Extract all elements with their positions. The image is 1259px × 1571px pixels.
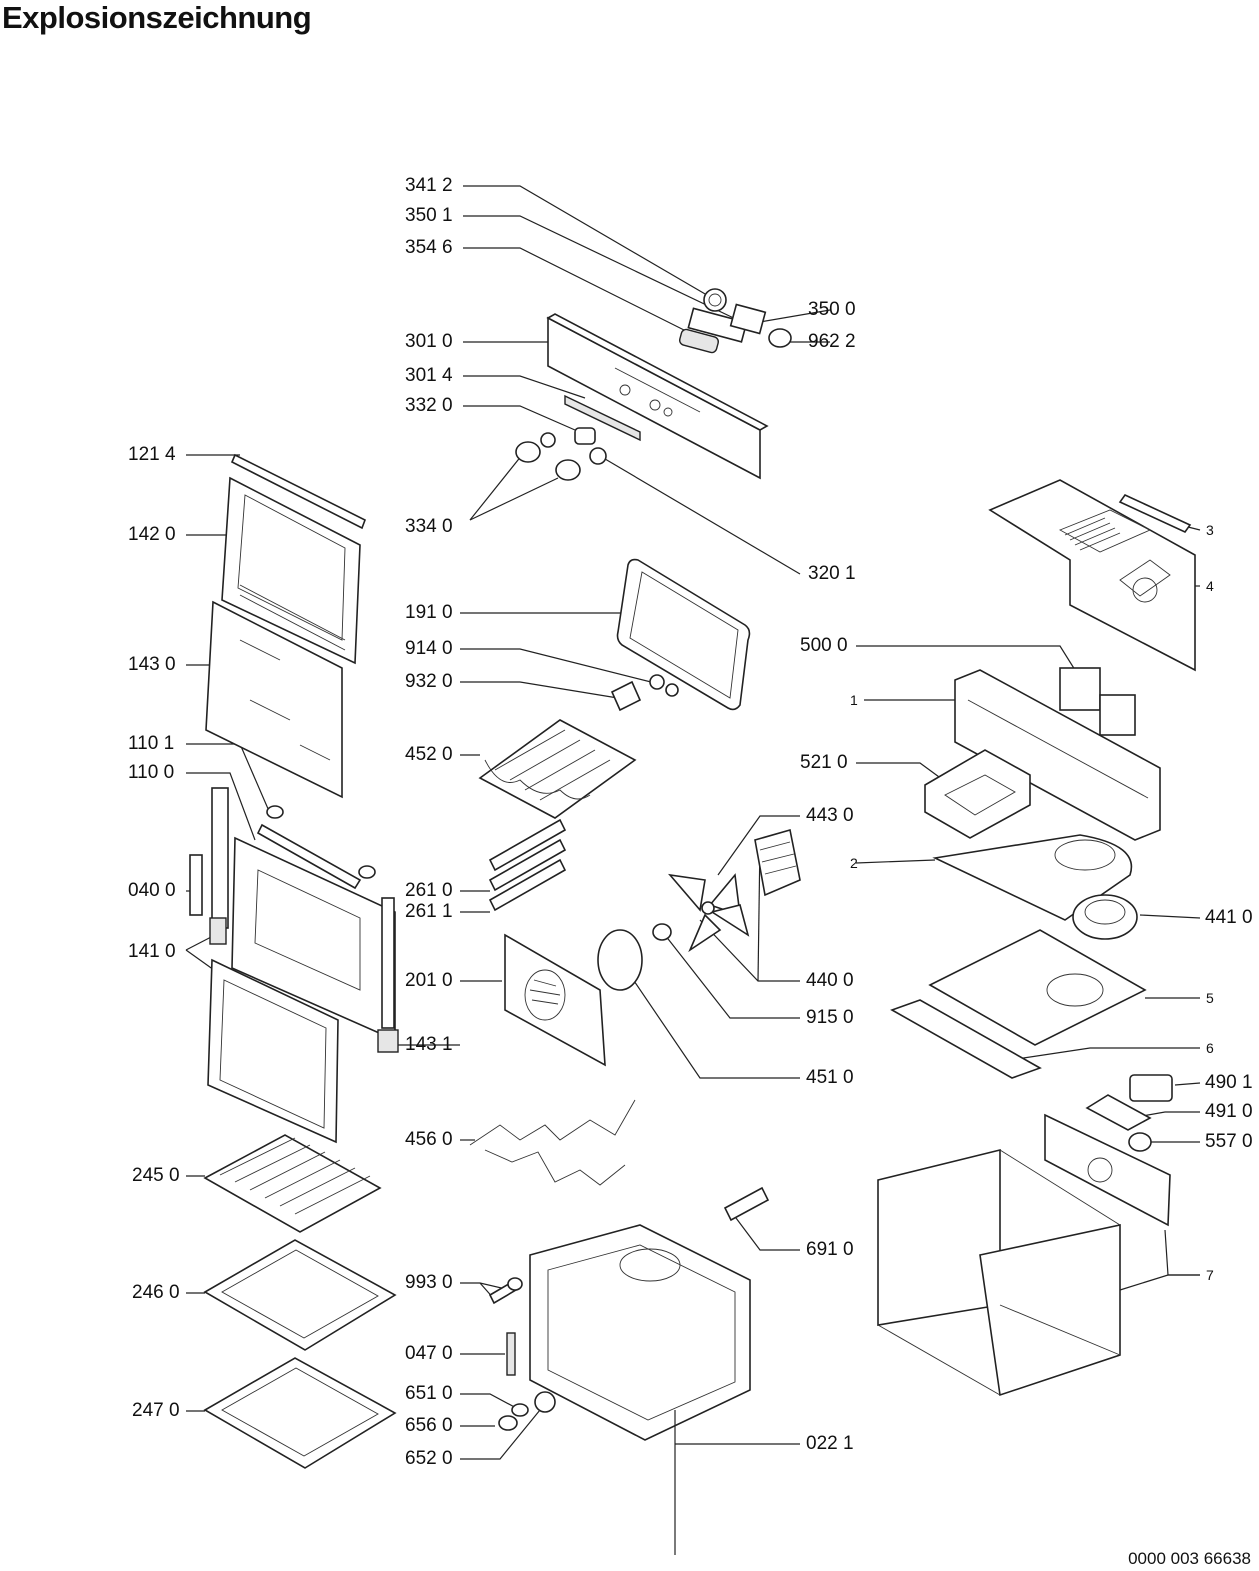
- label-4520: 452 0: [405, 744, 453, 765]
- oven-interior-parts: [478, 558, 801, 1067]
- label-5210: 521 0: [800, 752, 848, 773]
- label-3010: 301 0: [405, 331, 453, 352]
- label-6: 6: [1206, 1040, 1214, 1056]
- label-3320: 332 0: [405, 395, 453, 416]
- label-3412: 341 2: [405, 175, 453, 196]
- label-4510: 451 0: [806, 1067, 854, 1088]
- label-0470: 047 0: [405, 1343, 453, 1364]
- label-2010: 201 0: [405, 970, 453, 991]
- label-6510: 651 0: [405, 1383, 453, 1404]
- label-4560: 456 0: [405, 1129, 453, 1150]
- leader-lines: [185, 185, 1201, 1460]
- label-9622: 962 2: [808, 331, 856, 352]
- label-6560: 656 0: [405, 1415, 453, 1436]
- label-3501: 350 1: [405, 205, 453, 226]
- label-1431: 143 1: [405, 1034, 453, 1055]
- label-2450: 245 0: [132, 1165, 180, 1186]
- label-4910: 491 0: [1205, 1101, 1253, 1122]
- label-3: 3: [1206, 522, 1214, 538]
- label-2610: 261 0: [405, 880, 453, 901]
- label-3201: 320 1: [808, 563, 856, 584]
- label-5000: 500 0: [800, 635, 848, 656]
- label-3546: 354 6: [405, 237, 453, 258]
- label-6910: 691 0: [806, 1239, 854, 1260]
- label-2470: 247 0: [132, 1400, 180, 1421]
- document-id: 0000 003 66638: [1128, 1549, 1251, 1568]
- label-4430: 443 0: [806, 805, 854, 826]
- lower-parts: [203, 1099, 1171, 1555]
- label-9930: 993 0: [405, 1272, 453, 1293]
- label-4410: 441 0: [1205, 907, 1253, 928]
- label-1430: 143 0: [128, 654, 176, 675]
- label-6520: 652 0: [405, 1448, 453, 1469]
- label-0221: 022 1: [806, 1433, 854, 1454]
- label-5: 5: [1206, 990, 1214, 1006]
- label-5570: 557 0: [1205, 1131, 1253, 1152]
- label-3014: 301 4: [405, 365, 453, 386]
- label-4: 4: [1206, 578, 1214, 594]
- label-3500: 350 0: [808, 299, 856, 320]
- label-9140: 914 0: [405, 638, 453, 659]
- label-4400: 440 0: [806, 970, 854, 991]
- label-9320: 932 0: [405, 671, 453, 692]
- control-panel-parts: [515, 288, 792, 481]
- page-title: Explosionszeichnung: [2, 0, 312, 35]
- label-2460: 246 0: [132, 1282, 180, 1303]
- label-0400: 040 0: [128, 880, 176, 901]
- label-1910: 191 0: [405, 602, 453, 623]
- label-4901: 490 1: [1205, 1072, 1253, 1093]
- label-2: 2: [850, 855, 858, 871]
- label-1100: 110 0: [128, 762, 175, 783]
- label-9150: 915 0: [806, 1007, 854, 1028]
- label-3340: 334 0: [405, 516, 453, 537]
- label-1410: 141 0: [128, 941, 176, 962]
- label-1420: 142 0: [128, 524, 176, 545]
- label-7: 7: [1206, 1267, 1214, 1283]
- top-right-parts: [890, 479, 1196, 1152]
- label-1214: 121 4: [128, 444, 176, 465]
- door-parts: [189, 453, 399, 1144]
- label-1: 1: [850, 692, 858, 708]
- label-2611: 261 1: [405, 901, 453, 922]
- label-1101: 110 1: [128, 733, 175, 754]
